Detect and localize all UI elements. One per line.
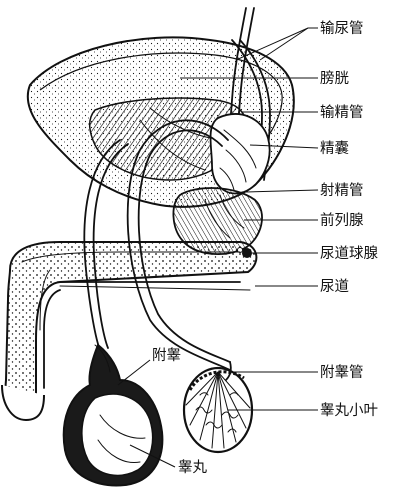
label-bladder: 膀胱: [320, 70, 349, 87]
label-testis-lobule: 睾丸小叶: [320, 402, 378, 419]
label-prostate: 前列腺: [320, 212, 364, 229]
label-ejaculatory-duct: 射精管: [320, 182, 364, 199]
label-urethra: 尿道: [320, 278, 349, 295]
seminal-vesicle-shape: [211, 114, 270, 193]
label-vas-deferens: 输精管: [320, 104, 364, 121]
right-testis-group: [184, 362, 252, 452]
label-epididymal-duct: 附睾管: [320, 364, 364, 381]
label-ureter: 输尿管: [320, 20, 364, 37]
label-bulbourethral-gland: 尿道球腺: [320, 245, 378, 262]
left-testis-group: [64, 345, 163, 485]
label-testis: 睾丸: [178, 459, 207, 476]
label-epididymis: 附睾: [152, 347, 181, 364]
label-seminal-vesicle: 精囊: [320, 140, 349, 157]
